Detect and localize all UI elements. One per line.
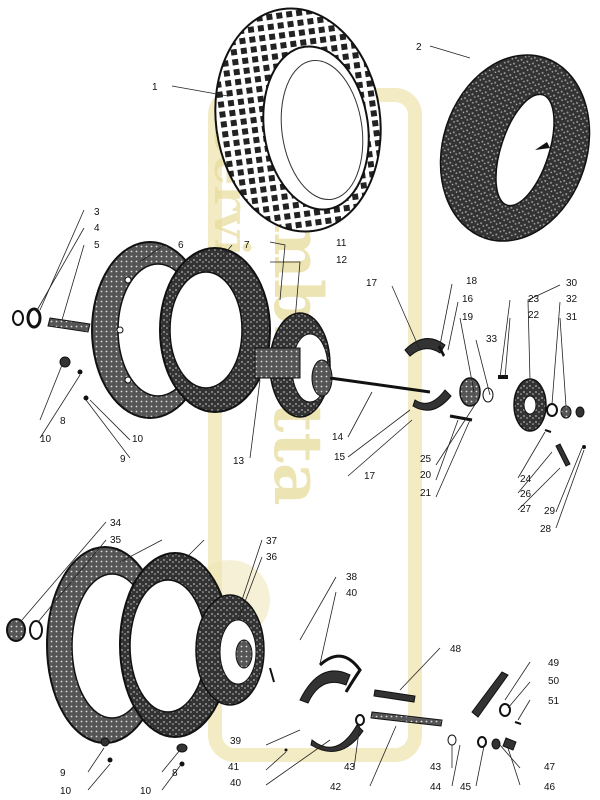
part-label-24: 24: [520, 474, 532, 485]
part-label-37: 37: [266, 536, 278, 547]
part-label-9: 9: [120, 454, 126, 465]
part-label-51: 51: [548, 696, 560, 707]
part-label-29: 29: [544, 506, 556, 517]
part-label-19: 19: [462, 312, 474, 323]
part-label-41: 41: [228, 762, 240, 773]
part-label-20: 20: [420, 470, 432, 481]
part-label-17: 17: [366, 278, 378, 289]
part-label-40: 40: [346, 588, 358, 599]
part-label-25: 25: [420, 454, 432, 465]
front-brake-shoes: [404, 338, 452, 411]
part-label-9: 9: [60, 768, 66, 779]
part-label-34: 34: [110, 518, 122, 529]
rear-nut: [6, 618, 43, 642]
tyre: [214, 7, 382, 233]
front-wheel-rim: [91, 241, 271, 419]
part-label-10: 10: [60, 786, 72, 797]
part-label-3: 3: [94, 207, 100, 218]
part-label-45: 45: [460, 782, 472, 793]
part-label-33: 33: [486, 334, 498, 345]
part-label-1: 1: [152, 82, 158, 93]
part-label-27: 27: [520, 504, 532, 515]
part-label-10: 10: [140, 786, 152, 797]
part-label-28: 28: [540, 524, 552, 535]
part-label-17: 17: [364, 471, 376, 482]
part-label-35: 35: [110, 535, 122, 546]
part-label-32: 32: [566, 294, 578, 305]
part-label-26: 26: [520, 489, 532, 500]
part-label-10: 10: [40, 434, 52, 445]
part-label-46: 46: [544, 782, 556, 793]
part-label-39: 39: [230, 736, 242, 747]
rear-brake-shoes: [269, 654, 364, 752]
front-brake-drum: [254, 312, 333, 418]
leader-lines: [21, 45, 585, 791]
front-washers: [12, 307, 91, 401]
part-label-47: 47: [544, 762, 556, 773]
part-label-36: 36: [266, 552, 278, 563]
front-axle: [329, 376, 431, 394]
part-label-48: 48: [450, 644, 462, 655]
inner-tube: [439, 54, 591, 242]
part-label-38: 38: [346, 572, 358, 583]
part-label-4: 4: [94, 223, 100, 234]
part-label-14: 14: [332, 432, 344, 443]
part-label-49: 49: [548, 658, 560, 669]
part-label-30: 30: [566, 278, 578, 289]
part-label-50: 50: [548, 676, 560, 687]
part-label-16: 16: [462, 294, 474, 305]
part-label-23: 23: [528, 294, 540, 305]
part-label-42: 42: [330, 782, 342, 793]
part-label-22: 22: [528, 310, 540, 321]
part-label-12: 12: [336, 255, 348, 266]
part-label-7: 7: [244, 240, 250, 251]
part-label-5: 5: [94, 240, 100, 251]
part-label-8: 8: [60, 416, 66, 427]
part-label-8: 8: [172, 768, 178, 779]
part-label-6: 6: [178, 240, 184, 251]
part-label-10: 10: [132, 434, 144, 445]
rear-brake-drum: [195, 594, 265, 706]
part-label-15: 15: [334, 452, 346, 463]
part-label-44: 44: [430, 782, 442, 793]
part-label-43: 43: [430, 762, 442, 773]
rear-brake-lever: [355, 671, 522, 751]
part-label-18: 18: [466, 276, 478, 287]
part-label-21: 21: [420, 488, 432, 499]
part-label-43: 43: [344, 762, 356, 773]
part-label-40: 40: [230, 778, 242, 789]
part-label-31: 31: [566, 312, 578, 323]
front-hub-parts: [449, 375, 586, 467]
part-label-13: 13: [233, 456, 245, 467]
part-label-2: 2: [416, 42, 422, 53]
rear-wheel-rim: [46, 546, 231, 744]
part-label-11: 11: [336, 238, 347, 249]
